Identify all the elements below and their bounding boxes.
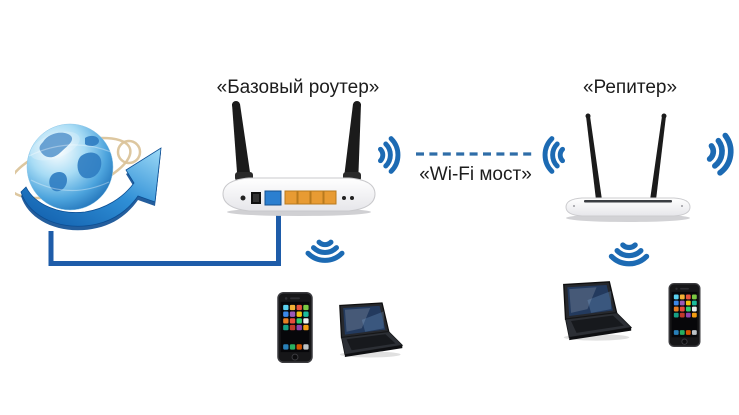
smartphone-left-icon [277,292,313,363]
repeater-image [565,113,691,222]
wifi-bridge-label: «Wi-Fi мост» [419,164,532,185]
wifi-signal-down-left-icon [297,230,353,268]
ethernet-cable-line [48,204,281,266]
internet-globe-icon [15,123,162,231]
base-router-image [222,101,376,216]
laptop-left-icon [339,302,403,359]
wifi-signal-base-right-icon [373,128,401,182]
repeater-label: «Репитер» [582,77,678,98]
base-router-label: «Базовый роутер» [216,77,380,98]
wifi-signal-repeater-left-icon [542,128,570,182]
wifi-signal-down-right-icon [600,233,658,271]
smartphone-right-icon [668,283,701,347]
laptop-right-icon [563,281,632,342]
